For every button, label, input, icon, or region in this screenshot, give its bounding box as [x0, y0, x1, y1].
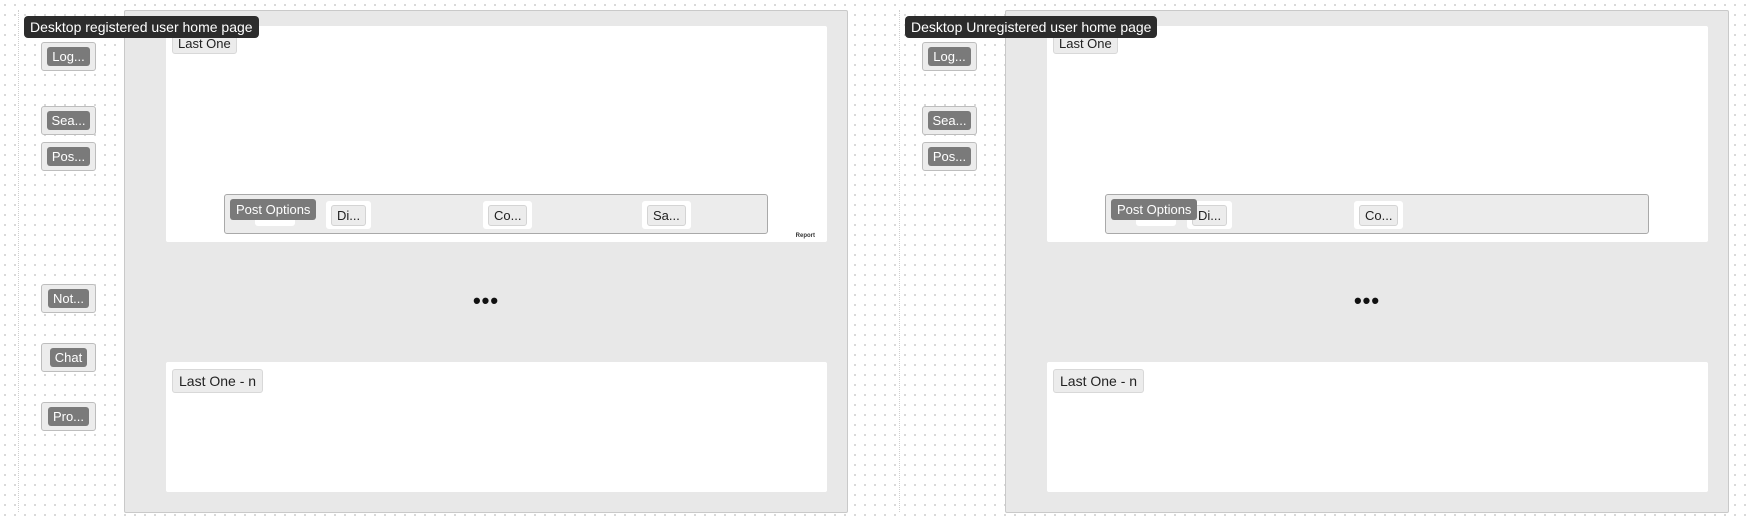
post-label: Last One: [1053, 33, 1118, 54]
sidebar-item-label: Pro...: [47, 407, 90, 426]
post-options-label: Post Options: [230, 199, 317, 220]
sidebar-post-button[interactable]: Pos...: [41, 142, 96, 171]
save-button[interactable]: Sa...: [642, 201, 691, 229]
sidebar-profile-button[interactable]: Pro...: [41, 402, 96, 431]
sidebar-login-button[interactable]: Log...: [922, 42, 977, 71]
option-label: Sa...: [647, 204, 686, 226]
comment-button[interactable]: Co...: [483, 201, 533, 229]
sidebar-search-button[interactable]: Sea...: [922, 106, 977, 135]
sidebar-item-label: Sea...: [927, 111, 972, 130]
post-options-bar: Post Options Di... Co...: [1105, 194, 1649, 234]
post-card[interactable]: Last One Post Options Di... Co... Sa... …: [166, 26, 827, 242]
sidebar-login-button[interactable]: Log...: [41, 42, 96, 71]
post-options-label: Post Options: [1111, 199, 1198, 220]
sidebar-search-button[interactable]: Sea...: [41, 106, 96, 135]
comment-button[interactable]: Co...: [1354, 201, 1404, 229]
post-card[interactable]: Last One Post Options Di... Co...: [1047, 26, 1708, 242]
post-options-bar: Post Options Di... Co... Sa...: [224, 194, 768, 234]
sidebar-post-button[interactable]: Pos...: [922, 142, 977, 171]
option-label: Co...: [488, 204, 528, 226]
sidebar-item-label: Chat: [49, 348, 88, 367]
frame-title: Desktop Unregistered user home page: [905, 16, 1158, 38]
sidebar-item-label: Sea...: [46, 111, 91, 130]
more-posts-ellipsis: •••: [1353, 288, 1381, 313]
unregistered-home-frame: Desktop Unregistered user home page Log.…: [899, 0, 1729, 515]
post-label: Last One: [172, 33, 237, 54]
sidebar-item-label: Not...: [47, 289, 90, 308]
post-card[interactable]: Last One - n: [1047, 362, 1708, 492]
sidebar-item-label: Pos...: [46, 147, 91, 166]
frame-title: Desktop registered user home page: [24, 16, 259, 38]
discuss-button[interactable]: Di...: [326, 201, 372, 229]
post-label: Last One - n: [1053, 369, 1145, 393]
sidebar-notifications-button[interactable]: Not...: [41, 284, 96, 313]
post-label: Last One - n: [172, 369, 264, 393]
more-posts-ellipsis: •••: [472, 288, 500, 313]
sidebar-item-label: Pos...: [927, 147, 972, 166]
sidebar-item-label: Log...: [47, 47, 90, 66]
sidebar-chat-button[interactable]: Chat: [41, 343, 96, 372]
report-link[interactable]: Report: [795, 233, 815, 239]
sidebar-item-label: Log...: [928, 47, 971, 66]
sidebar: Log... Sea... Pos... Not... Chat Pro...: [18, 10, 125, 512]
option-label: Di...: [331, 204, 367, 226]
feed-area[interactable]: Last One Post Options Di... Co... ••• La…: [1005, 10, 1729, 513]
feed-area[interactable]: Last One Post Options Di... Co... Sa... …: [124, 10, 848, 513]
post-card[interactable]: Last One - n: [166, 362, 827, 492]
option-label: Co...: [1359, 204, 1399, 226]
sidebar: Log... Sea... Pos...: [899, 10, 1006, 512]
registered-home-frame: Desktop registered user home page Log...…: [18, 0, 848, 515]
option-label: Di...: [1192, 204, 1228, 226]
